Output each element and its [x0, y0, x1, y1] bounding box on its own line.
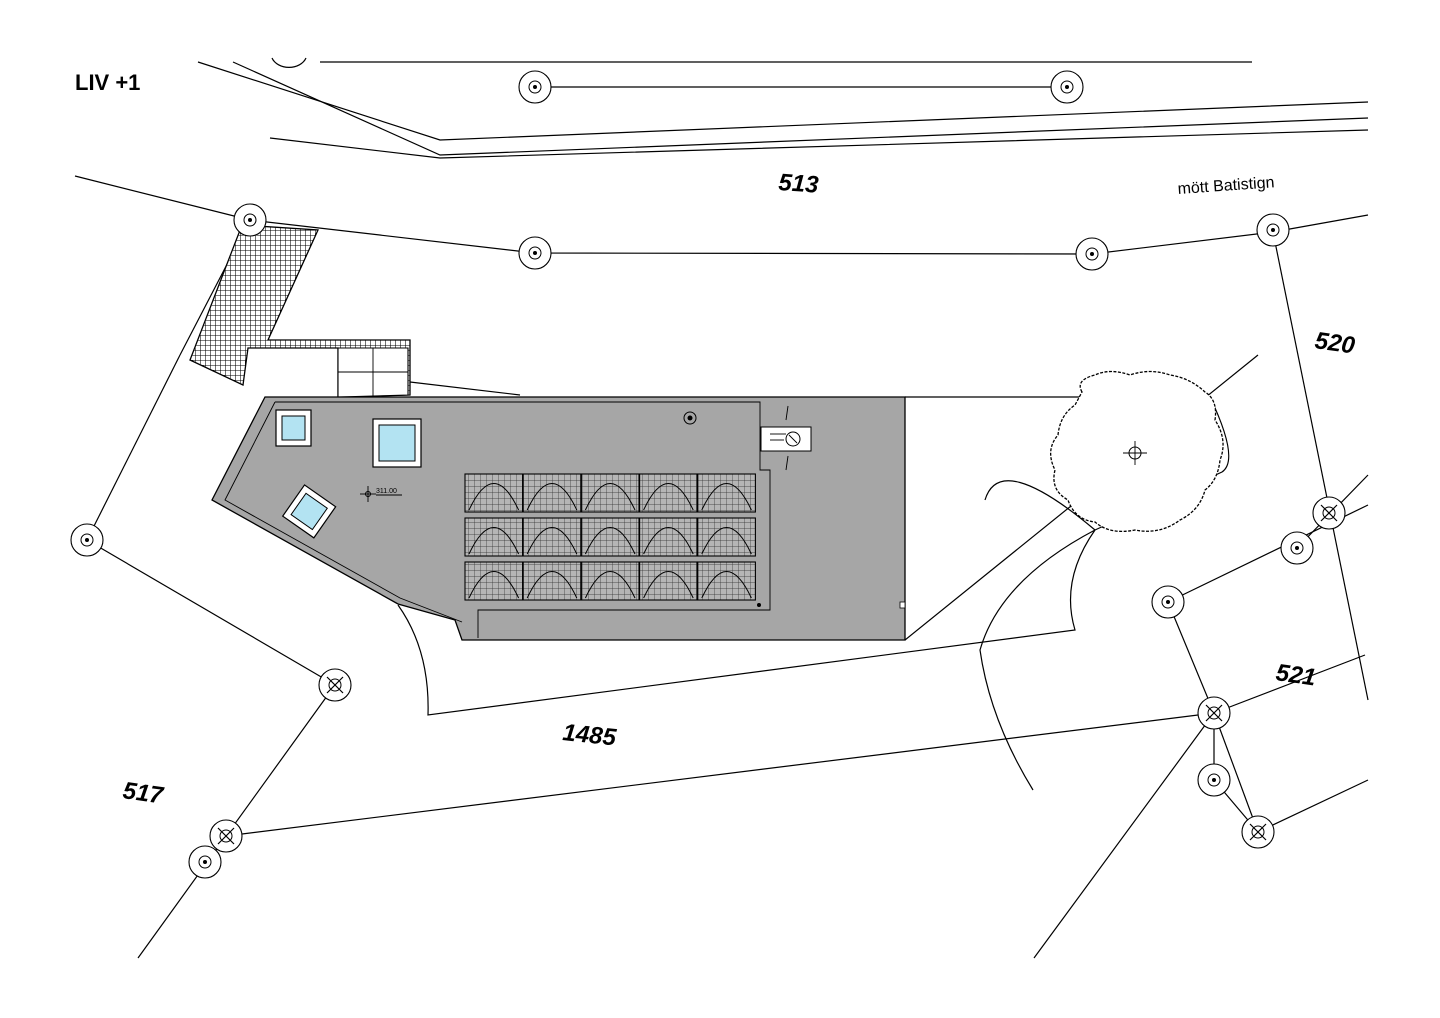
solar-panel [522, 561, 582, 601]
road-513 [197, 57, 1369, 159]
solar-panel [522, 473, 582, 513]
survey-marker-icon [209, 819, 243, 853]
solar-panel [697, 517, 756, 557]
solar-panel [464, 517, 524, 557]
solar-panel [697, 561, 756, 601]
survey-marker-icon [1151, 585, 1185, 619]
survey-marker-icon [1197, 696, 1231, 730]
solar-panel [522, 517, 582, 557]
street-name: mött Batistign [1177, 174, 1275, 198]
solar-panels [464, 473, 756, 601]
tree-icon [1050, 370, 1224, 533]
skylight-icon [281, 484, 337, 539]
solar-panel [639, 517, 698, 557]
survey-marker-icon [1241, 815, 1275, 849]
survey-marker-icon [318, 668, 352, 702]
solar-panel [639, 561, 698, 601]
survey-marker-icon [518, 70, 552, 104]
solar-panel [580, 473, 640, 513]
solar-panel [464, 561, 524, 601]
drain-icon [683, 411, 697, 425]
solar-panel [580, 517, 640, 557]
survey-marker-icon [1280, 531, 1314, 565]
parcel-517: 517 [121, 777, 166, 810]
solar-panel [580, 561, 640, 601]
survey-marker-icon [1050, 70, 1084, 104]
solar-panel [464, 473, 524, 513]
spot-elevation: 311.00 [376, 488, 397, 495]
parcel-1485: 1485 [561, 719, 618, 752]
survey-marker-icon [1312, 496, 1346, 530]
parcel-513: 513 [778, 169, 820, 199]
access-walkway [189, 224, 521, 398]
survey-marker-icon [188, 845, 222, 879]
skylight-icon [275, 409, 312, 447]
solar-panel [639, 473, 698, 513]
survey-marker-icon [1256, 213, 1290, 247]
parcel-520: 520 [1313, 327, 1357, 359]
survey-marker-icon [70, 523, 104, 557]
elevation-marker-icon [360, 486, 376, 502]
parcel-521: 521 [1274, 659, 1317, 691]
survey-marker-icon [233, 203, 267, 237]
survey-marker-icon [1075, 237, 1109, 271]
solar-panel [697, 473, 756, 513]
building-roof: 311.00 [211, 396, 906, 641]
utility-box [760, 405, 812, 471]
level-label: LIV +1 [75, 70, 140, 95]
survey-markers [70, 70, 1346, 879]
skylight-icon [372, 418, 422, 468]
survey-marker-icon [1197, 763, 1231, 797]
survey-marker-icon [518, 236, 552, 270]
